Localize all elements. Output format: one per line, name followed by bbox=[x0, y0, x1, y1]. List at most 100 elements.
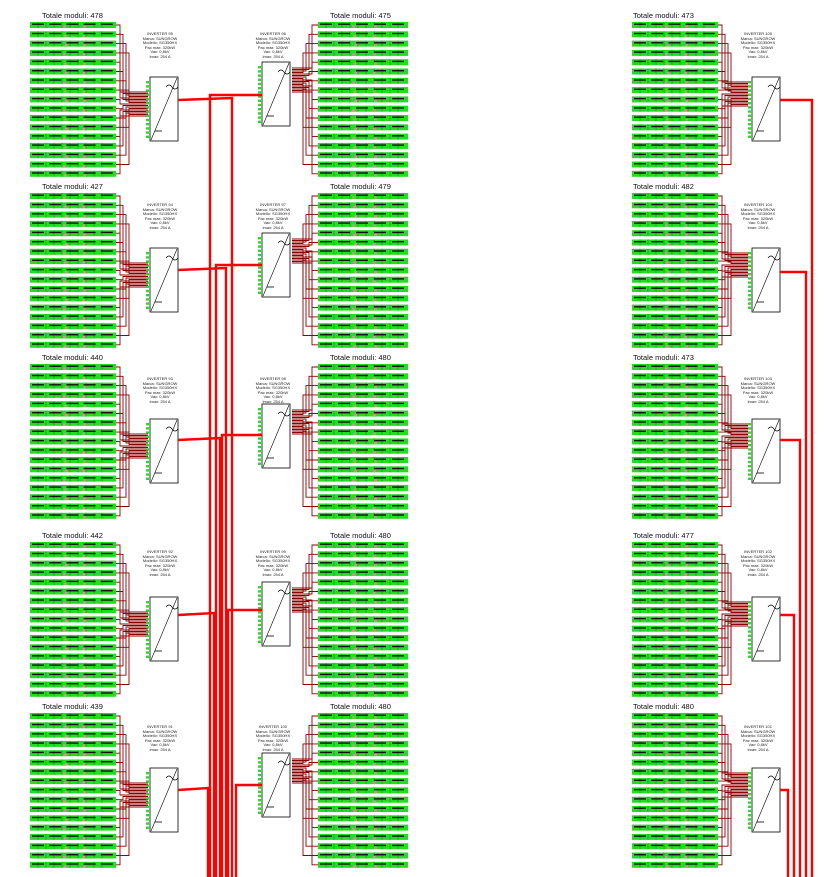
inverter-input-terminal bbox=[146, 302, 149, 305]
module-label-mark bbox=[634, 627, 646, 629]
module-label-mark bbox=[66, 97, 79, 100]
module-pink-mark bbox=[685, 441, 689, 444]
module-pink-mark bbox=[63, 118, 67, 121]
module-label-mark bbox=[702, 135, 715, 137]
module-label-mark bbox=[668, 645, 681, 648]
module-label-mark bbox=[83, 259, 96, 261]
module-label-mark bbox=[32, 439, 44, 442]
module-string-panels bbox=[30, 22, 116, 28]
module-label-mark bbox=[392, 807, 404, 809]
module-pink-mark bbox=[666, 497, 670, 500]
inverter-input-terminal bbox=[146, 613, 149, 616]
module-label-mark bbox=[634, 788, 646, 791]
module-label-mark bbox=[702, 421, 715, 423]
module-pink-mark bbox=[665, 62, 669, 65]
module-pink-mark bbox=[373, 99, 377, 102]
module-string-panels bbox=[632, 142, 718, 149]
module-label-mark bbox=[685, 733, 698, 735]
module-label-mark bbox=[32, 42, 44, 44]
module-pink-mark bbox=[372, 488, 376, 491]
module-label-mark bbox=[66, 241, 79, 243]
module-string bbox=[30, 447, 116, 454]
module-label-mark bbox=[338, 486, 350, 488]
module-label-mark bbox=[634, 458, 646, 460]
module-string bbox=[632, 750, 718, 757]
module-pink-mark bbox=[665, 345, 669, 348]
module-label-mark bbox=[100, 655, 113, 657]
module-label-mark bbox=[356, 571, 368, 573]
module-label-mark bbox=[83, 60, 96, 63]
module-label-mark bbox=[338, 88, 350, 90]
module-label-mark bbox=[320, 599, 332, 601]
module-string-panels bbox=[632, 616, 718, 623]
module-label-mark bbox=[66, 798, 79, 800]
module-pink-mark bbox=[62, 252, 66, 255]
module-string-panels bbox=[318, 861, 408, 868]
module-label-mark bbox=[685, 88, 698, 90]
module-label-mark bbox=[668, 486, 681, 488]
string-wire bbox=[116, 114, 148, 165]
module-string-panels bbox=[632, 690, 718, 697]
module-label-mark bbox=[651, 107, 664, 109]
module-pink-mark bbox=[64, 619, 68, 622]
module-pink-mark bbox=[82, 90, 86, 93]
module-pink-mark bbox=[665, 781, 669, 784]
module-label-mark bbox=[49, 562, 62, 564]
string-wire bbox=[292, 581, 318, 595]
module-label-mark bbox=[83, 278, 96, 280]
module-label-mark bbox=[392, 723, 404, 726]
module-label-mark bbox=[338, 334, 350, 336]
module-pink-mark bbox=[666, 72, 670, 74]
inverter-symbol bbox=[146, 418, 179, 484]
module-label-mark bbox=[49, 645, 62, 648]
module-label-mark bbox=[685, 788, 698, 791]
module-string bbox=[318, 672, 408, 679]
module-label-mark bbox=[32, 590, 44, 592]
module-string-panels bbox=[30, 466, 116, 473]
module-string-panels bbox=[30, 59, 116, 66]
module-label-mark bbox=[356, 599, 368, 601]
module-pink-mark bbox=[82, 856, 86, 858]
module-label-mark bbox=[32, 144, 44, 146]
module-string bbox=[632, 475, 718, 482]
inverter-input-terminal bbox=[146, 306, 149, 309]
module-string-panels bbox=[30, 644, 116, 651]
module-label-mark bbox=[634, 835, 646, 837]
module-label-mark bbox=[668, 495, 681, 498]
module-label-mark bbox=[338, 816, 350, 819]
module-label-mark bbox=[66, 172, 79, 174]
module-label-mark bbox=[651, 32, 664, 35]
module-string bbox=[632, 142, 718, 149]
module-string-panels bbox=[632, 410, 718, 417]
module-pink-mark bbox=[63, 233, 67, 236]
module-string bbox=[318, 759, 408, 766]
module-string-panels bbox=[318, 616, 408, 623]
module-string-panels bbox=[318, 193, 408, 199]
module-label-mark bbox=[338, 788, 350, 791]
module-label-mark bbox=[651, 807, 664, 809]
module-string bbox=[632, 77, 718, 84]
module-pink-mark bbox=[373, 308, 377, 311]
module-pink-mark bbox=[685, 601, 689, 604]
module-string bbox=[318, 211, 408, 218]
module-pink-mark bbox=[685, 516, 689, 519]
module-pink-mark bbox=[83, 828, 87, 831]
module-pink-mark bbox=[373, 460, 377, 463]
module-label-mark bbox=[320, 79, 332, 81]
module-label-mark bbox=[392, 278, 404, 280]
string-wire bbox=[292, 366, 318, 411]
module-label-mark bbox=[356, 636, 368, 638]
module-pink-mark bbox=[82, 395, 86, 398]
module-label-mark bbox=[356, 402, 368, 405]
module-label-mark bbox=[100, 467, 113, 470]
module-string-panels bbox=[318, 115, 408, 121]
module-label-mark bbox=[356, 714, 368, 716]
module-label-mark bbox=[374, 268, 386, 271]
module-pink-mark bbox=[354, 326, 358, 329]
module-label-mark bbox=[32, 70, 44, 72]
module-string bbox=[318, 806, 408, 812]
module-label-mark bbox=[702, 505, 715, 507]
module-label-mark bbox=[651, 552, 664, 555]
module-pink-mark bbox=[685, 716, 689, 719]
module-string-panels bbox=[632, 133, 718, 140]
